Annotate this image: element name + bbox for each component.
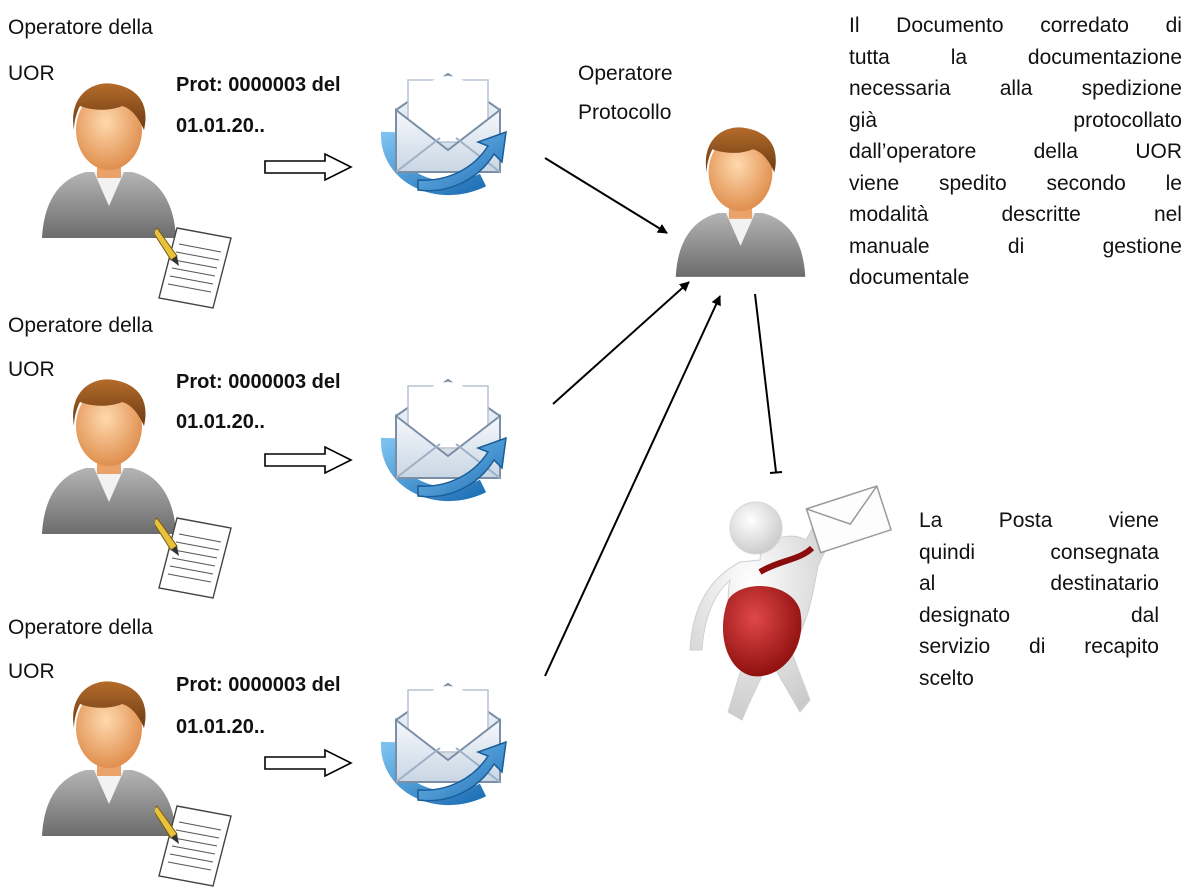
user-avatar-icon — [675, 127, 806, 277]
delivery-note-word: recapito — [1084, 635, 1159, 658]
signed-document-icon — [155, 517, 232, 599]
forward-arrow-icon — [264, 153, 352, 181]
delivery-note-line: scelto — [919, 663, 1159, 695]
delivery-note-paragraph: La Posta viene quindi consegnata al destinatar… — [919, 505, 1159, 694]
description-word: gestione — [1102, 234, 1182, 258]
description-line: viene spedito secondo le — [849, 168, 1182, 200]
protocol-operator-subtitle: Protocollo — [578, 101, 672, 124]
uor-operator-1-title: Operatore della — [8, 16, 153, 39]
description-word: Il — [849, 14, 860, 37]
connector-line — [754, 293, 777, 473]
uor-operator-2-title: Operatore della — [8, 314, 153, 337]
description-line: dall’operatore della UOR — [849, 136, 1182, 168]
delivery-note-line: servizio di recapito — [919, 631, 1159, 663]
mail-courier-figure — [656, 485, 902, 779]
email-envelope-icon — [388, 74, 506, 191]
description-line: necessaria alla spedizione — [849, 73, 1182, 105]
uor-operator-1-unit: UOR — [8, 62, 55, 85]
delivery-note-line: designato dal — [919, 600, 1159, 632]
description-line: manuale di gestione — [849, 231, 1182, 263]
delivery-note-word: al — [919, 572, 936, 595]
description-word: corredato — [1040, 14, 1129, 37]
description-word: alla — [999, 77, 1033, 100]
user-avatar-icon — [42, 379, 176, 534]
description-word: spedizione — [1081, 77, 1182, 100]
description-line: Il Documento corredato di — [849, 10, 1182, 42]
delivery-note-word: quindi — [919, 540, 976, 564]
description-paragraph: Il Documento corredato di tutta la documentazi… — [849, 10, 1182, 294]
description-line: tutta la documentazione — [849, 42, 1182, 74]
description-word: modalità — [849, 203, 929, 226]
description-word: di — [1007, 234, 1025, 258]
description-word: dall’operatore — [849, 140, 977, 163]
email-envelope-icon — [388, 684, 506, 801]
description-word: descritte — [1001, 203, 1081, 226]
forward-arrow-icon — [264, 749, 352, 777]
description-word: secondo — [1046, 171, 1126, 195]
uor-operator-1-prot-number: Prot: 0000003 del — [176, 74, 341, 96]
description-word: nel — [1153, 203, 1182, 226]
delivery-note-word: consegnata — [1050, 540, 1159, 564]
uor-operator-2-prot-date: 01.01.20.. — [176, 411, 265, 433]
uor-operator-3-prot-date: 01.01.20.. — [176, 716, 265, 738]
delivery-note-word: La — [919, 509, 943, 532]
description-word: della — [1033, 140, 1078, 163]
signed-document-icon — [155, 227, 232, 309]
delivery-note-line: al destinatario — [919, 568, 1159, 600]
forward-arrow-icon — [264, 446, 352, 474]
description-line: modalità descritte nel — [849, 199, 1182, 231]
delivery-note-word: destinatario — [1050, 572, 1159, 595]
connector-arrow — [544, 157, 668, 234]
description-word: viene — [849, 171, 900, 195]
connector-arrow — [552, 281, 690, 405]
delivery-note-word: di — [1029, 635, 1046, 658]
description-word: le — [1165, 171, 1182, 195]
uor-operator-3-prot-number: Prot: 0000003 del — [176, 674, 341, 696]
description-word: già — [849, 108, 878, 132]
description-word: protocollato — [1073, 108, 1182, 132]
delivery-note-word: servizio — [919, 635, 991, 658]
uor-operator-2-prot-number: Prot: 0000003 del — [176, 371, 341, 393]
delivery-note-word: scelto — [919, 666, 974, 690]
description-word: UOR — [1135, 140, 1182, 163]
uor-operator-3-title: Operatore della — [8, 616, 153, 639]
description-word: documentale — [849, 266, 970, 289]
email-envelope-icon — [388, 380, 506, 497]
description-word: Documento — [896, 14, 1004, 37]
description-word: manuale — [849, 234, 930, 258]
description-word: documentazione — [1027, 45, 1182, 69]
description-word: spedito — [938, 171, 1007, 195]
delivery-note-line: quindi consegnata — [919, 537, 1159, 569]
delivery-note-line: La Posta viene — [919, 505, 1159, 537]
user-avatar-icon — [42, 83, 176, 238]
delivery-note-word: dal — [1130, 603, 1159, 627]
delivery-note-word: designato — [919, 603, 1011, 627]
description-word: tutta — [849, 45, 890, 69]
uor-operator-1-prot-date: 01.01.20.. — [176, 115, 265, 137]
description-line: già protocollato — [849, 105, 1182, 137]
description-line: documentale — [849, 262, 1182, 294]
description-word: necessaria — [849, 77, 951, 100]
uor-operator-3-unit: UOR — [8, 660, 55, 683]
protocol-operator-title: Operatore — [578, 62, 673, 85]
connector-arrow — [544, 295, 721, 677]
description-word: di — [1165, 14, 1182, 37]
connector-line-end — [769, 471, 783, 474]
signed-document-icon — [155, 805, 232, 887]
delivery-note-word: Posta — [998, 509, 1053, 532]
uor-operator-2-unit: UOR — [8, 358, 55, 381]
delivery-note-word: viene — [1108, 509, 1159, 532]
description-word: la — [950, 45, 968, 69]
